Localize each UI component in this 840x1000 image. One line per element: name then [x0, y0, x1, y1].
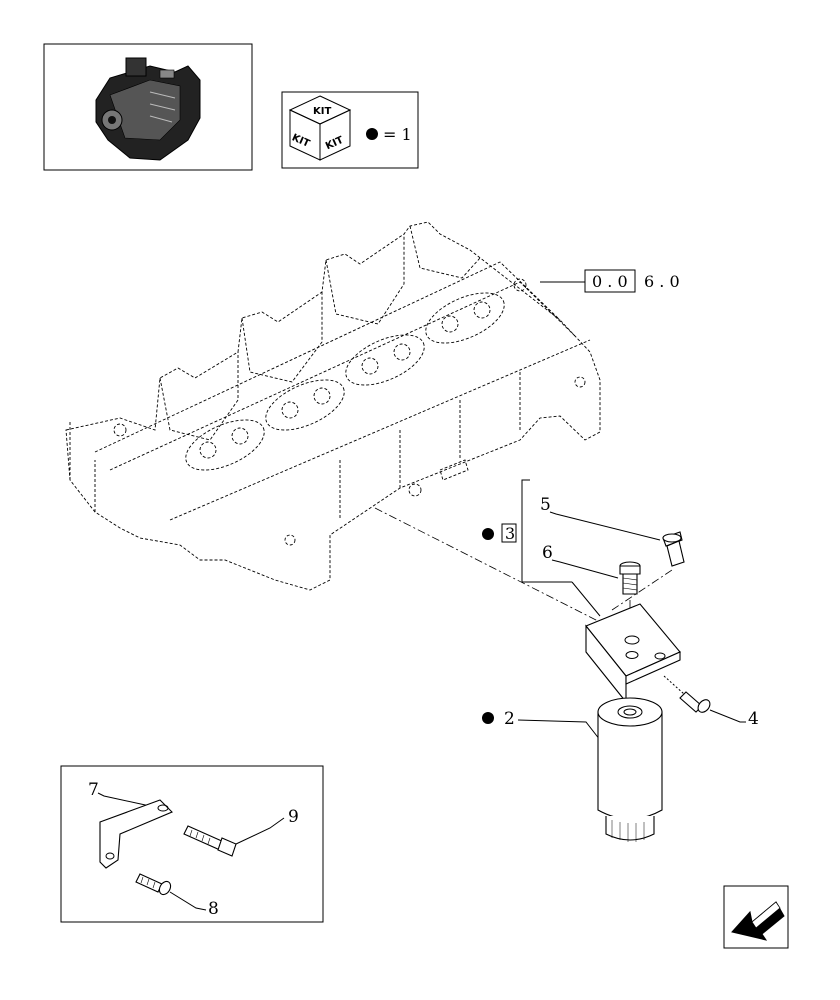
part-4-bolt[interactable]: 4: [663, 675, 759, 729]
engine-thumbnail-icon: [95, 57, 201, 161]
part-5-fitting[interactable]: 5: [540, 495, 685, 567]
inset-parts-panel: 7 9 8: [60, 765, 324, 923]
kit-equals-text: = 1: [383, 125, 412, 144]
filter-mounting-bracket: [585, 603, 681, 704]
part-7-number: 7: [88, 780, 99, 800]
kit-legend: KIT KIT KIT = 1: [281, 91, 419, 169]
engine-thumbnail[interactable]: [43, 43, 253, 171]
previous-page-arrow-icon: [731, 901, 785, 941]
kit-group-3: 3: [482, 479, 601, 617]
part-2-number: 2: [504, 709, 515, 729]
part-5-number: 5: [540, 495, 551, 515]
kit-group-number: 3: [505, 524, 515, 543]
cylinder-head-phantom: [65, 221, 601, 591]
part-2-filter[interactable]: 2: [482, 697, 663, 842]
previous-page-button[interactable]: [723, 885, 789, 949]
black-dot-icon: [366, 128, 378, 140]
fitting-icon: [662, 531, 685, 567]
kit-cube-icon: KIT KIT KIT: [288, 95, 352, 161]
reference-label[interactable]: 0 . 0 6 . 0: [540, 269, 680, 293]
reference-boxed-text: 0 . 0: [592, 272, 628, 291]
kit-label-top: KIT: [313, 106, 331, 117]
bolt-icon: [183, 825, 237, 857]
bracket-icon: [99, 799, 173, 869]
part-8-screw[interactable]: 8: [135, 873, 219, 919]
screw-icon: [135, 873, 172, 896]
black-dot-icon: [482, 528, 494, 540]
part-6-number: 6: [542, 543, 553, 563]
assembly-centerline: [374, 507, 601, 623]
assembly-centerline-2: [611, 569, 673, 611]
reference-suffix-text: 6 . 0: [644, 272, 680, 291]
part-4-number: 4: [748, 709, 759, 729]
bolt-icon: [663, 675, 711, 713]
part-8-number: 8: [208, 899, 219, 919]
black-dot-icon: [482, 712, 494, 724]
part-6-fitting[interactable]: 6: [542, 543, 641, 595]
part-7-bracket[interactable]: 7: [88, 780, 173, 869]
filter-cartridge-icon: [597, 697, 663, 842]
part-9-number: 9: [288, 807, 299, 827]
screw-fitting-icon: [619, 561, 641, 595]
part-9-bolt[interactable]: 9: [183, 807, 299, 857]
